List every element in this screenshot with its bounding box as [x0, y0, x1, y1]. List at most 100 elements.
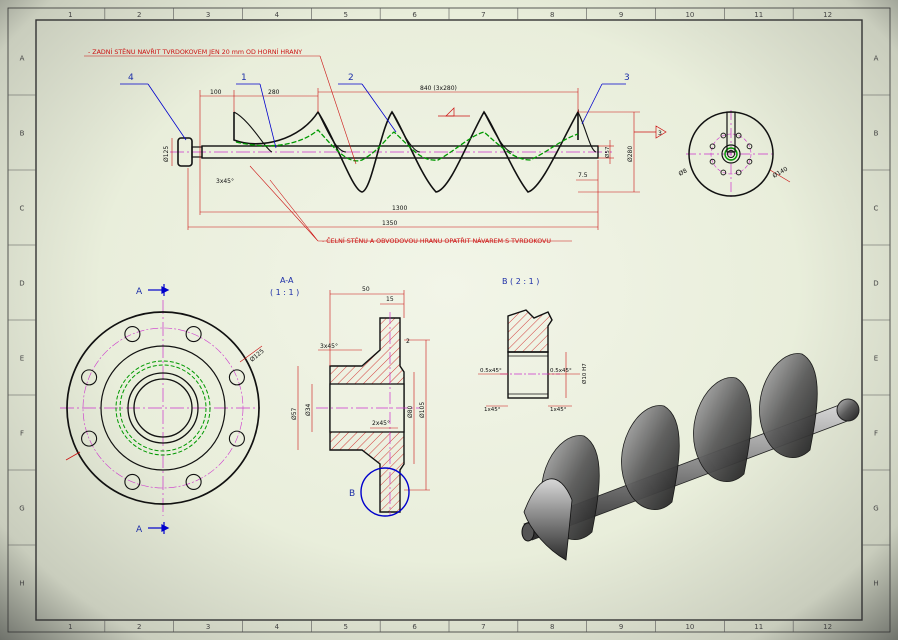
note-bottom: - ČELNÍ STĚNU A OBVODOVOU HRANU OPATŘIT … [322, 236, 551, 245]
grid-col-label: 9 [619, 11, 623, 19]
sec-dim-dia105: Ø105 [419, 402, 426, 418]
end-view: Ø140 Ø8 [678, 110, 791, 198]
bolt-hole [720, 169, 727, 176]
dim-1350: 1350 [382, 220, 397, 227]
grid-col-label: 6 [412, 623, 417, 631]
grid-row-label: B [874, 130, 879, 138]
helix-back-edge [233, 111, 597, 153]
grid-col-label: 2 [137, 11, 141, 19]
detail-b-circle [360, 467, 410, 517]
bolt-hole [228, 369, 245, 386]
grid-row-label: B [20, 130, 25, 138]
grid-col-label: 11 [754, 623, 763, 631]
grid-col-label: 8 [550, 623, 554, 631]
dim-dia125: Ø125 [163, 146, 170, 162]
bolt-hole [720, 132, 727, 139]
sheet-border [7, 7, 891, 633]
balloon-4: 4 [128, 73, 134, 83]
grid-row-label: D [873, 280, 878, 288]
grid-col-label: 11 [754, 11, 763, 19]
detail-dim-c1: 0.5x45° [480, 368, 502, 374]
dim-280: 280 [268, 89, 280, 96]
dim-chamfer: 3x45° [216, 178, 234, 185]
sec-dim-2: 2 [406, 338, 410, 345]
dim-100: 100 [210, 89, 222, 96]
dim-dia57: Ø57 [604, 146, 611, 158]
sec-dim-dia57: Ø57 [291, 407, 298, 420]
bolt-hole [746, 143, 753, 150]
dim-dia8: Ø8 [678, 167, 689, 177]
grid-col-label: 9 [619, 623, 623, 631]
bolt-hole [81, 430, 98, 447]
grid-col-label: 4 [275, 623, 280, 631]
grid-col-label: 2 [137, 623, 141, 631]
bolt-hole [746, 158, 753, 165]
grid-ticks [8, 8, 890, 632]
bolt-hole [124, 473, 141, 490]
dim-840: 840 (3x280) [420, 85, 457, 92]
grid-row-label: D [19, 280, 24, 288]
section-view: A-A ( 1 : 1 ) 50 15 2 3x45° 2x45° Ø57 Ø3… [270, 276, 430, 517]
dim-1300: 1300 [392, 205, 407, 212]
detail-dim-dia: Ø10 H7 [581, 363, 588, 384]
weld-seam [235, 129, 579, 162]
grid-row-label: E [874, 355, 878, 363]
flight-3d [523, 478, 573, 561]
leader-lines [120, 83, 626, 149]
grid-col-label: 6 [412, 11, 417, 19]
section-mark-a-top: A [136, 287, 143, 297]
flange-view: Ø125 A A [60, 284, 266, 535]
bolt-hole [709, 143, 716, 150]
grid-col-label: 5 [344, 11, 348, 19]
grid-col-label: 3 [206, 623, 210, 631]
grid-col-label: 5 [344, 623, 348, 631]
dim-7-5: 7.5 [578, 172, 588, 179]
grid-row-label: E [20, 355, 24, 363]
flight-3d [621, 405, 680, 511]
bolt-hole [185, 326, 202, 343]
bolt-hole [185, 473, 202, 490]
balloon-2: 2 [348, 73, 354, 83]
detail-dim-c2: 0.5x45° [550, 368, 572, 374]
sec-dim-dia34: Ø34 [305, 403, 312, 416]
section-mark-a-bottom: A [136, 525, 143, 535]
grid-row-label: H [873, 580, 878, 588]
section-scale: ( 1 : 1 ) [270, 288, 299, 297]
bolt-hole [735, 169, 742, 176]
balloon-3: 3 [624, 73, 630, 83]
bolt-hole [735, 132, 742, 139]
grid-col-label: 7 [481, 11, 485, 19]
weld-symbol-label: 3 [658, 130, 662, 137]
dim-dia140: Ø140 [772, 165, 790, 179]
sec-dim-15: 15 [386, 296, 394, 303]
grid-col-label: 12 [823, 623, 832, 631]
grid-row-label: C [20, 205, 25, 213]
sec-dim-50: 50 [362, 286, 370, 293]
grid-col-label: 7 [481, 623, 485, 631]
bolt-hole [124, 326, 141, 343]
grid-col-label: 10 [685, 623, 694, 631]
grid-row-label: G [873, 505, 878, 513]
grid-row-label: F [874, 430, 878, 438]
balloon-1: 1 [241, 73, 247, 83]
bolt-hole [709, 158, 716, 165]
flange-dim-dia125: Ø125 [249, 348, 266, 364]
detail-title: B ( 2 : 1 ) [502, 277, 539, 286]
sec-dim-dia80: Ø80 [407, 405, 414, 418]
weld-symbol [438, 107, 667, 139]
grid-col-label: 8 [550, 11, 554, 19]
dim-dia280: Ø280 [627, 146, 634, 162]
shaft-outline [201, 145, 599, 159]
main-dim-lines [171, 88, 640, 230]
grid-col-label: 12 [823, 11, 832, 19]
grid-row-label: H [19, 580, 24, 588]
grid-col-label: 4 [275, 11, 280, 19]
grid-row-label: G [19, 505, 24, 513]
flight-3d [693, 377, 752, 483]
grid-col-label: 1 [68, 11, 72, 19]
grid-row-label: A [874, 55, 879, 63]
detail-view: B ( 2 : 1 ) 0.5x45° 0.5x45° 1x45° 1x45° … [478, 277, 588, 413]
flight-3d [759, 353, 818, 459]
